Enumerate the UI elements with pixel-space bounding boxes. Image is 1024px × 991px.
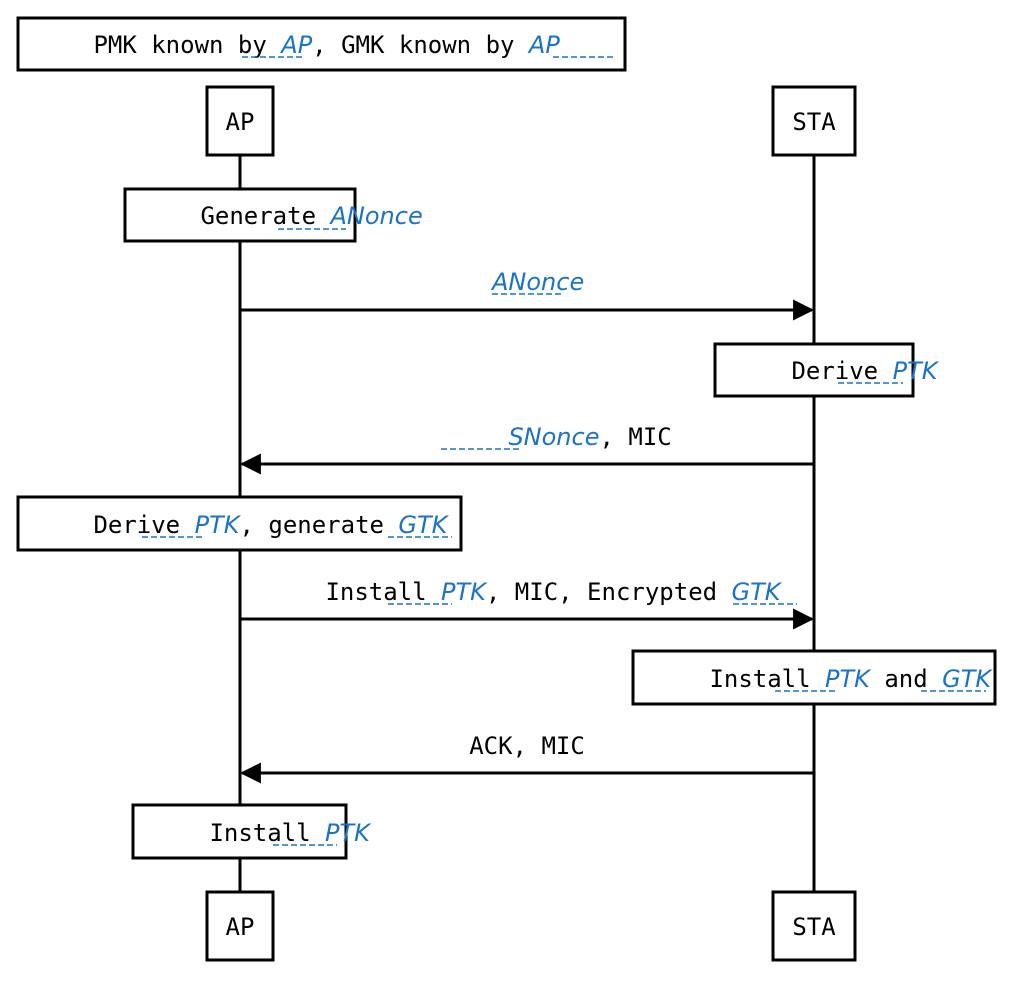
svg-text:PMK known by AP, GMK known by: PMK known by AP, GMK known by AP [26, 31, 608, 59]
participant-sta-top: STA [771, 85, 857, 157]
sta-install-label: Install [709, 665, 825, 693]
sta-derive-label: Derive [791, 357, 892, 385]
message-4-ack-mic: ACK, MIC [239, 732, 814, 784]
ap-generate-label: Generate [200, 202, 330, 230]
ap-generate-gtk-label: , generate [239, 511, 398, 539]
participant-ap-bottom: AP [205, 890, 275, 962]
sta-derive-fill: PTK [893, 357, 940, 385]
message-3-label-install: Install [325, 578, 441, 606]
message-2-snonce-mic: SNonce, MIC [239, 423, 814, 475]
ap-derive-ptk-generate-gtk-box: Derive PTK, generate GTK [16, 495, 496, 552]
header-note: PMK known by AP, GMK known by AP [16, 16, 627, 72]
message-2-label: , MIC [599, 423, 671, 451]
message-3-label-mic-encrypted: , MIC, Encrypted [486, 578, 732, 606]
participant-sta-bottom: STA [771, 890, 857, 962]
sta-install-fill-gtk: GTK [942, 665, 993, 693]
svg-text:Install PTK: Install PTK [142, 819, 418, 847]
message-4-label: ACK, MIC [469, 732, 585, 760]
message-3-install-ptk-encrypted-gtk: Install PTK, MIC, Encrypted GTK [240, 578, 829, 630]
sta-derive-ptk-box: Derive PTK [713, 342, 986, 398]
header-fill-pmk-holder: AP [279, 31, 312, 59]
ap-generate-anonce-box: Generate ANonce [123, 187, 471, 243]
message-3-fill-ptk: PTK [441, 578, 488, 606]
participant-ap-top: AP [205, 85, 275, 157]
header-text-pmk: PMK known by [93, 31, 281, 59]
ap-install-ptk-box: Install PTK [131, 803, 418, 860]
participant-ap-top-label: AP [226, 108, 255, 136]
message-1-fill: ANonce [490, 268, 584, 296]
svg-text:Derive PTK: Derive PTK [724, 357, 986, 385]
svg-text:SNonce, MIC: SNonce, MIC [441, 423, 720, 451]
sta-install-ptk-gtk-box: Install PTK and GTK [631, 649, 1024, 706]
svg-text:Install PTK, MIC, Encrypted GT: Install PTK, MIC, Encrypted GTK [258, 578, 829, 606]
ap-generate-fill: ANonce [328, 202, 422, 230]
participant-sta-top-label: STA [792, 108, 836, 136]
ap-derive-fill-ptk: PTK [195, 511, 242, 539]
participant-ap-bottom-label: AP [226, 913, 255, 941]
header-text-gmk: , GMK known by [312, 31, 529, 59]
sta-install-and-label: and [870, 665, 942, 693]
ap-derive-label: Derive [93, 511, 194, 539]
participant-sta-bottom-label: STA [792, 913, 836, 941]
ap-install-label: Install [209, 819, 325, 847]
sta-install-fill-ptk: PTK [825, 665, 872, 693]
ap-derive-fill-gtk: GTK [398, 511, 449, 539]
svg-text:Generate ANonce: Generate ANonce [133, 202, 471, 230]
message-2-fill: SNonce [508, 423, 599, 451]
header-fill-gmk-holder: AP [527, 31, 560, 59]
svg-text:Install PTK and GTK: Install PTK and GTK [642, 665, 1024, 693]
message-3-fill-gtk: GTK [732, 578, 783, 606]
ap-install-fill: PTK [325, 819, 372, 847]
message-1-anonce: ANonce [240, 268, 815, 321]
svg-text:Derive PTK, generate GTK: Derive PTK, generate GTK [26, 511, 496, 539]
